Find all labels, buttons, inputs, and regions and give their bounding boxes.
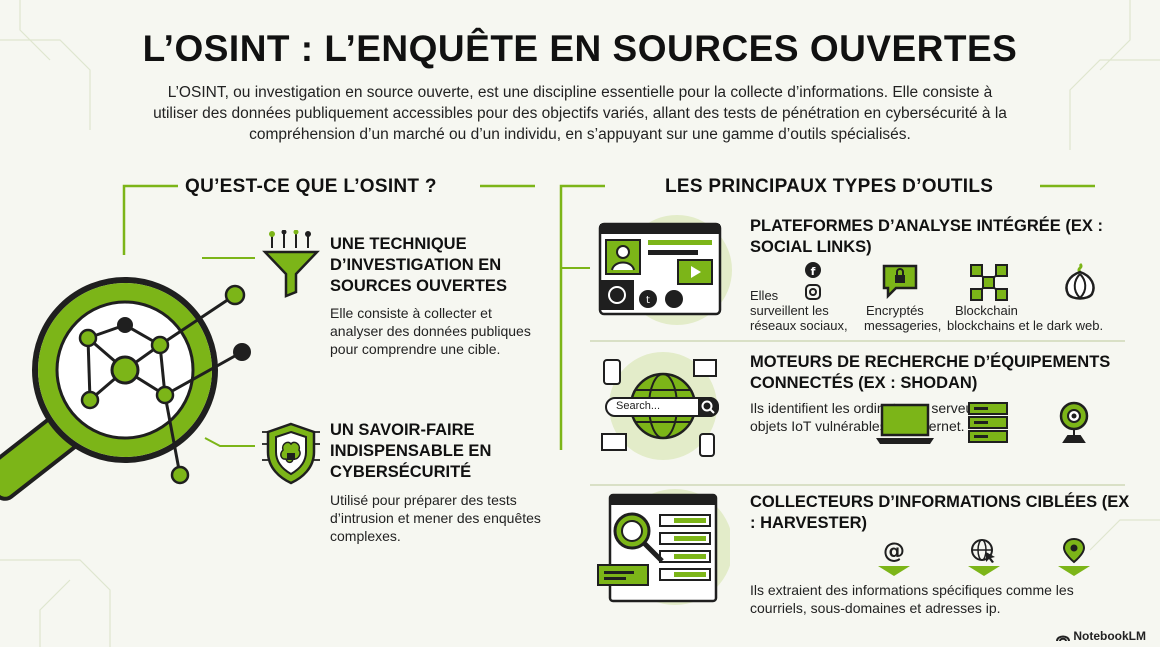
tool-dividers (590, 340, 1125, 486)
tool-social-label-messageries: messageries, (864, 318, 942, 333)
harvester-collector-icon (597, 489, 730, 605)
page-title: L’OSINT : L’ENQUÊTE EN SOURCES OUVERTES (142, 28, 1018, 69)
funnel-icon (262, 230, 320, 298)
search-bar: Search... (605, 397, 719, 417)
laptop-icon (876, 403, 934, 444)
svg-text:@: @ (883, 539, 905, 564)
encrypted-message-icon (882, 264, 918, 300)
svg-text:t: t (646, 295, 650, 306)
facebook-instagram-icon: f (805, 262, 821, 300)
item-savoir-faire-text: Utilisé pour préparer des tests d’intrus… (330, 492, 541, 544)
search-icon (698, 397, 719, 417)
intro-paragraph: L’OSINT, ou investigation en source ouve… (153, 84, 1007, 143)
section-line-right (1040, 184, 1095, 188)
tool-social-label-surveillent: surveillent les (750, 303, 829, 318)
tool-social-links-title: PLATEFORMES D’ANALYSE INTÉGRÉE (EX : SOC… (750, 217, 1103, 256)
tool-harvester-title: COLLECTEURS D’INFORMATIONS CIBLÉES (EX :… (750, 493, 1130, 532)
svg-text:f: f (811, 265, 816, 278)
left-section-heading: QU’EST-CE QUE L’OSINT ? (185, 176, 437, 197)
social-platform-browser-icon: t (598, 215, 732, 325)
server-icon (968, 402, 1008, 443)
tool-social-label-reseaux: réseaux sociaux, (750, 318, 848, 333)
section-bracket-left (122, 184, 178, 255)
blockchain-icon (970, 264, 1008, 301)
tool-harvester-text: Ils extraient des informations spécifiqu… (750, 582, 1074, 616)
right-section-heading: LES PRINCIPAUX TYPES D’OUTILS (665, 176, 994, 197)
notebooklm-brand: NotebookLM (1056, 629, 1146, 643)
section-bracket-right (559, 184, 605, 450)
webcam-icon (1059, 401, 1089, 443)
location-pin-icon (1058, 537, 1090, 576)
tool-social-label-elles: Elles (750, 288, 779, 303)
tool-social-label-blockchain: Blockchain (955, 303, 1018, 318)
magnifier-network-icon (0, 277, 251, 501)
notebooklm-logo-icon (1056, 635, 1070, 642)
item-technique-text: Elle consiste à collecter et analyser de… (330, 305, 531, 357)
email-at-icon: @ (878, 539, 910, 576)
shield-brain-icon (262, 422, 320, 485)
item-savoir-faire-title: UN SAVOIR-FAIRE INDISPENSABLE EN CYBERSÉ… (330, 421, 492, 481)
globe-cursor-icon (968, 539, 1000, 576)
item-technique-title: UNE TECHNIQUE D’INVESTIGATION EN SOURCES… (330, 235, 507, 295)
connector-lines (202, 257, 255, 447)
tor-onion-icon (1065, 262, 1095, 300)
tool-social-label-blockchains-dark-web: blockchains et le dark web. (947, 318, 1104, 333)
search-placeholder: Search... (616, 400, 661, 412)
tool-social-label-encryptes: Encryptés (866, 303, 924, 318)
section-line-left (480, 184, 535, 188)
brand-label: NotebookLM (1073, 629, 1146, 643)
tool-shodan-title: MOTEURS DE RECHERCHE D’ÉQUIPEMENTS CONNE… (750, 353, 1111, 392)
